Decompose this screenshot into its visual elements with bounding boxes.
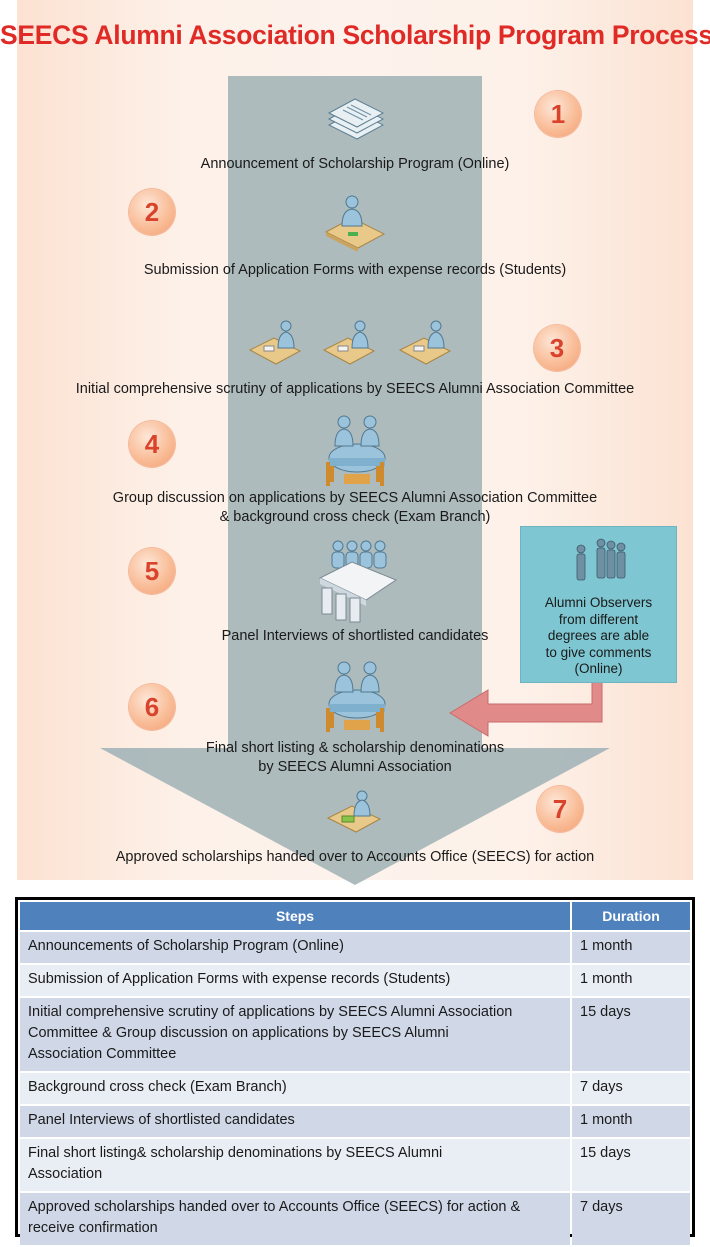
column-header-steps: Steps — [20, 902, 570, 930]
observer-line: from different — [558, 611, 639, 627]
step-2-text: Submission of Application Forms with exp… — [143, 262, 567, 278]
table-row: Submission of Application Forms with exp… — [20, 965, 690, 996]
observer-line: degrees are able — [547, 628, 650, 643]
step-cell: Background cross check (Exam Branch) — [20, 1073, 570, 1104]
duration-cell: 1 month — [572, 932, 690, 963]
step-4-text-line-2: & background cross check (Exam Branch) — [219, 509, 491, 525]
step-cell: Approved scholarships handed over to Acc… — [20, 1193, 570, 1245]
documents-stack-icon — [327, 98, 385, 140]
durations-table: Steps Duration Announcements of Scholars… — [18, 900, 692, 1247]
round-table-meeting-icon — [326, 661, 386, 732]
step-1-badge: 1 — [535, 91, 581, 137]
step-cell-line: Approved scholarships handed over to Acc… — [28, 1199, 521, 1215]
observer-line: (Online) — [574, 661, 623, 676]
step-6-badge: 6 — [129, 684, 175, 730]
panel-interview-icon — [318, 540, 398, 623]
step-cell: Final short listing& scholarship denomin… — [20, 1139, 570, 1191]
duration-cell: 15 days — [572, 998, 690, 1071]
table-row: Approved scholarships handed over to Acc… — [20, 1193, 690, 1245]
table-row: Final short listing& scholarship denomin… — [20, 1139, 690, 1191]
step-cell-line: Initial comprehensive scrutiny of applic… — [28, 1004, 513, 1020]
page-title: SEECS Alumni Association Scholarship Pro… — [0, 20, 710, 50]
step-5-badge: 5 — [129, 548, 175, 594]
observer-line: to give comments — [545, 644, 652, 660]
duration-cell: 7 days — [572, 1073, 690, 1104]
step-cell-line: receive confirmation — [28, 1220, 158, 1236]
desk-worker-icon — [324, 195, 386, 252]
table-row: Panel Interviews of shortlisted candidat… — [20, 1106, 690, 1137]
step-cell: Submission of Application Forms with exp… — [20, 965, 570, 996]
step-5-text: Panel Interviews of shortlisted candidat… — [221, 628, 489, 644]
alumni-observers-box: Alumni Observers from different degrees … — [520, 526, 677, 683]
step-cell-line: Association Committee — [28, 1046, 177, 1062]
observer-line: Alumni Observers — [544, 595, 653, 610]
table-row: Background cross check (Exam Branch) 7 d… — [20, 1073, 690, 1104]
step-cell-line: Final short listing& scholarship denomin… — [28, 1145, 443, 1161]
step-6-text-line-1: Final short listing & scholarship denomi… — [205, 740, 505, 756]
step-1-text: Announcement of Scholarship Program (Onl… — [200, 156, 510, 172]
duration-cell: 1 month — [572, 965, 690, 996]
table-row: Initial comprehensive scrutiny of applic… — [20, 998, 690, 1071]
step-6-text-line-2: by SEECS Alumni Association — [258, 759, 452, 775]
feedback-arrow — [449, 680, 603, 737]
round-table-meeting-icon — [326, 415, 386, 486]
duration-cell: 15 days — [572, 1139, 690, 1191]
step-2-badge: 2 — [129, 189, 175, 235]
step-cell: Initial comprehensive scrutiny of applic… — [20, 998, 570, 1071]
step-7-text: Approved scholarships handed over to Acc… — [115, 849, 595, 865]
step-3-badge: 3 — [534, 325, 580, 371]
duration-cell: 1 month — [572, 1106, 690, 1137]
column-header-duration: Duration — [572, 902, 690, 930]
step-4-badge: 4 — [129, 421, 175, 467]
step-7-badge: 7 — [537, 786, 583, 832]
step-cell: Panel Interviews of shortlisted candidat… — [20, 1106, 570, 1137]
step-4-text-line-1: Group discussion on applications by SEEC… — [112, 490, 598, 506]
alumni-observers-text: Alumni Observers from different degrees … — [521, 595, 676, 678]
table-row: Announcements of Scholarship Program (On… — [20, 932, 690, 963]
step-cell-line: Association — [28, 1166, 103, 1182]
duration-cell: 7 days — [572, 1193, 690, 1245]
step-cell: Announcements of Scholarship Program (On… — [20, 932, 570, 963]
durations-table-frame: Steps Duration Announcements of Scholars… — [15, 897, 695, 1245]
step-cell-line: Committee & Group discussion on applicat… — [28, 1025, 449, 1041]
table-header-row: Steps Duration — [20, 902, 690, 930]
step-3-text: Initial comprehensive scrutiny of applic… — [75, 381, 635, 397]
standing-people-icon — [576, 538, 626, 581]
accounts-desk-icon — [326, 790, 382, 833]
three-desk-workers-icon — [248, 320, 451, 365]
